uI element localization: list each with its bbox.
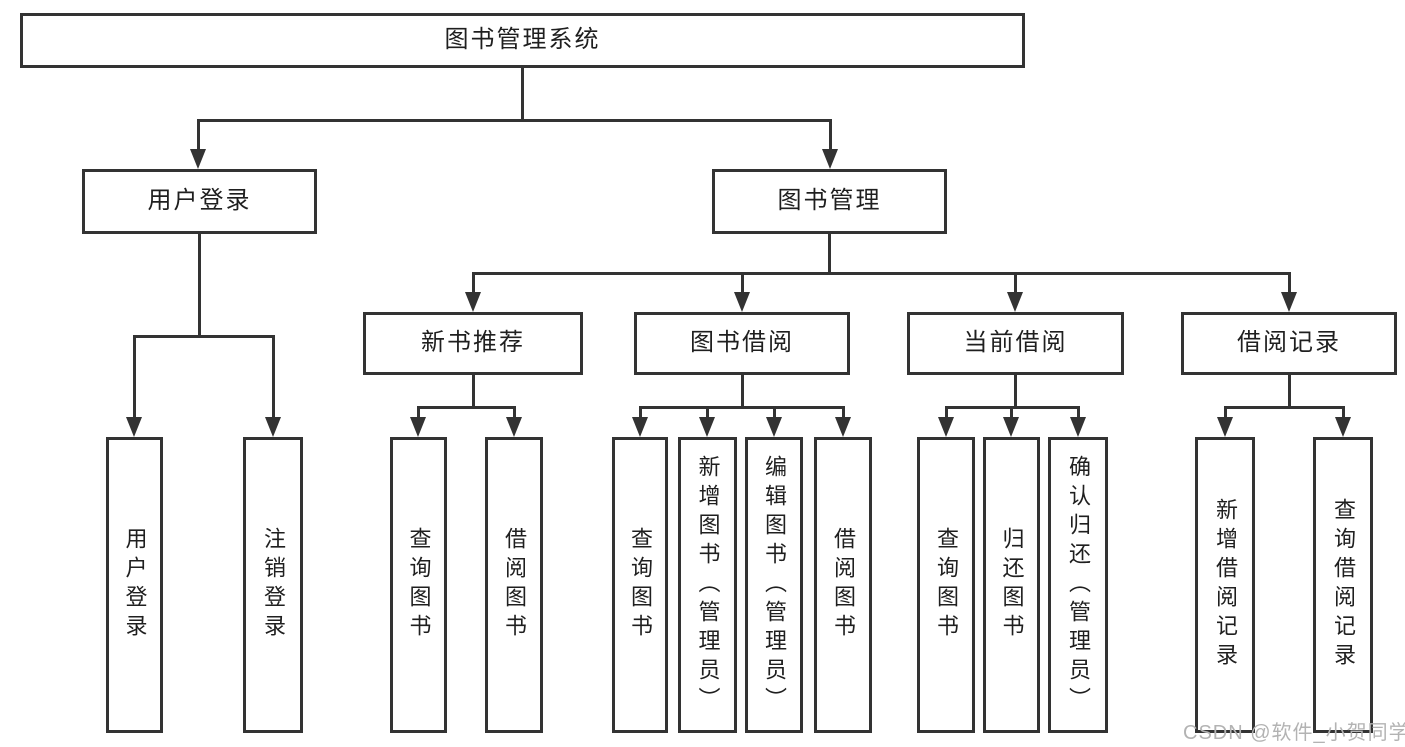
arrow-down-icon — [126, 417, 142, 437]
arrow-down-icon — [938, 417, 954, 437]
connector-riser — [1288, 375, 1291, 406]
arrow-down-icon — [835, 417, 851, 437]
arrow-down-icon — [506, 417, 522, 437]
arrow-down-icon — [699, 417, 715, 437]
connector-stem — [741, 272, 744, 296]
leaf-borrow-books-newbook: 借阅图书 — [485, 437, 543, 733]
leaf-edit-books-admin: 编辑图书（管理员） — [745, 437, 803, 733]
leaf-add-borrow-record: 新增借阅记录 — [1195, 437, 1255, 733]
arrow-down-icon — [632, 417, 648, 437]
connector-stem — [1288, 272, 1291, 296]
leaf-user-login: 用户登录 — [106, 437, 163, 733]
connector-branch-line — [1224, 406, 1345, 409]
arrow-down-icon — [190, 149, 206, 169]
node-book-management: 图书管理 — [712, 169, 947, 234]
connector-riser — [1014, 375, 1017, 406]
connector-stem — [1224, 406, 1227, 420]
connector-branch-line — [472, 272, 1290, 275]
leaf-borrow-books-borrow: 借阅图书 — [814, 437, 872, 733]
watermark: CSDN @软件_小贺同学 — [1183, 722, 1405, 744]
connector-stem — [706, 406, 709, 420]
connector-stem — [1010, 406, 1013, 420]
connector-stem — [417, 406, 420, 420]
connector-stem — [1014, 272, 1017, 296]
connector-riser — [828, 234, 831, 272]
arrow-down-icon — [1070, 417, 1086, 437]
connector-riser — [741, 375, 744, 406]
arrow-down-icon — [1281, 292, 1297, 312]
arrow-down-icon — [822, 149, 838, 169]
connector-stem — [842, 406, 845, 420]
arrow-down-icon — [1217, 417, 1233, 437]
node-new-book-recommendation: 新书推荐 — [363, 312, 583, 375]
leaf-logout: 注销登录 — [243, 437, 303, 733]
connector-stem — [133, 335, 136, 419]
connector-riser — [198, 234, 201, 335]
connector-stem — [1077, 406, 1080, 420]
connector-riser — [521, 68, 524, 119]
node-root: 图书管理系统 — [20, 13, 1025, 68]
connector-stem — [197, 119, 200, 153]
leaf-query-borrow-record: 查询借阅记录 — [1313, 437, 1373, 733]
arrow-down-icon — [1007, 292, 1023, 312]
connector-stem — [1342, 406, 1345, 420]
arrow-down-icon — [265, 417, 281, 437]
connector-stem — [513, 406, 516, 420]
arrow-down-icon — [465, 292, 481, 312]
connector-branch-line — [197, 119, 831, 122]
leaf-query-books-current: 查询图书 — [917, 437, 975, 733]
connector-branch-line — [133, 335, 275, 338]
node-borrowing-records: 借阅记录 — [1181, 312, 1397, 375]
arrow-down-icon — [1003, 417, 1019, 437]
connector-stem — [272, 335, 275, 419]
connector-stem — [773, 406, 776, 420]
connector-riser — [472, 375, 475, 406]
connector-stem — [945, 406, 948, 420]
connector-branch-line — [639, 406, 845, 409]
leaf-return-books: 归还图书 — [983, 437, 1040, 733]
leaf-confirm-return-admin: 确认归还（管理员） — [1048, 437, 1108, 733]
connector-stem — [472, 272, 475, 296]
arrow-down-icon — [410, 417, 426, 437]
arrow-down-icon — [1335, 417, 1351, 437]
connector-stem — [639, 406, 642, 420]
node-book-borrowing: 图书借阅 — [634, 312, 850, 375]
leaf-add-books-admin: 新增图书（管理员） — [678, 437, 737, 733]
leaf-query-books-borrow: 查询图书 — [612, 437, 668, 733]
arrow-down-icon — [766, 417, 782, 437]
connector-stem — [829, 119, 832, 153]
leaf-query-books-newbook: 查询图书 — [390, 437, 447, 733]
node-current-borrowing: 当前借阅 — [907, 312, 1124, 375]
node-user-login: 用户登录 — [82, 169, 317, 234]
connector-branch-line — [417, 406, 516, 409]
arrow-down-icon — [734, 292, 750, 312]
